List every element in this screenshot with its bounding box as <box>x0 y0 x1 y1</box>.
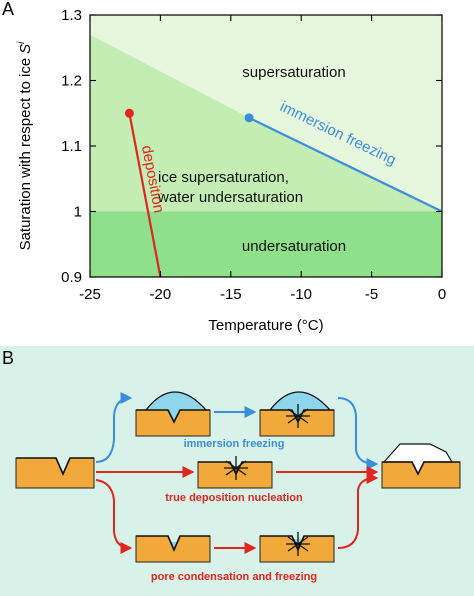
initial-substrate <box>15 457 95 489</box>
panel-b-diagram: B <box>0 346 474 596</box>
substrate-block <box>15 457 95 489</box>
pore-arrow-in <box>95 479 133 554</box>
ice-supersaturation-label-line2: water undersaturation <box>157 189 303 206</box>
y-axis-label: Saturation with respect to ice Si <box>16 41 34 251</box>
immersion-droplet-substrate <box>135 391 211 437</box>
supersaturation-label: supersaturation <box>242 64 345 81</box>
immersion-caption: immersion freezing <box>184 438 285 450</box>
substrate-surface <box>16 457 94 476</box>
x-tick-label: -25 <box>79 286 101 303</box>
ice-supersaturation-region <box>90 34 442 212</box>
final-ice-substrate <box>381 443 461 489</box>
ice-crystal-icon <box>286 532 310 556</box>
substrate-surface <box>136 535 210 553</box>
droplet-outline <box>145 391 207 411</box>
ice-supersaturation-label-line1: ice supersaturation, <box>158 169 289 186</box>
x-tick-label: -10 <box>290 286 312 303</box>
y-tick-label: 0.9 <box>61 269 82 286</box>
immersion-freezing-line <box>248 116 443 213</box>
x-tick-label: -20 <box>150 286 172 303</box>
substrate-surface <box>136 409 210 424</box>
droplet-outline <box>269 391 331 411</box>
y-tick-label: 1.3 <box>61 7 82 24</box>
immersion-frozen-substrate <box>259 391 335 437</box>
axis-ticks: -25 -20 -15 -10 -5 0 0.9 1 1.1 1.2 1.3 <box>61 7 446 303</box>
x-axis-label: Temperature (°C) <box>208 317 323 334</box>
water-droplet <box>146 392 206 422</box>
pore-condensation-substrate <box>135 535 211 563</box>
y-tick-label: 1 <box>74 204 82 221</box>
x-tick-label: -15 <box>220 286 242 303</box>
deposition-line <box>128 113 162 278</box>
immersion-arrow-in <box>95 392 133 463</box>
y-tick-label: 1.1 <box>61 138 82 155</box>
ice-crystal-icon <box>224 456 248 480</box>
y-axis-label-symbol: S <box>17 44 34 54</box>
panel-a-chart: A supersaturation ice supersaturation, w… <box>2 0 446 334</box>
ice-crystal-icon <box>286 404 310 428</box>
x-tick-label: 0 <box>438 286 446 303</box>
pore-caption: pore condensation and freezing <box>151 571 317 583</box>
pore-frozen-substrate <box>259 532 335 563</box>
undersaturation-region <box>90 211 442 277</box>
undersaturation-label: undersaturation <box>242 238 346 255</box>
deposition-substrate <box>197 456 273 489</box>
substrate-surface <box>382 461 460 476</box>
water-droplet <box>270 392 330 422</box>
y-axis-label-superscript: i <box>16 41 27 44</box>
immersion-arrow-out <box>337 397 379 470</box>
y-tick-label: 1.2 <box>61 73 82 90</box>
immersion-freezing-start-marker <box>244 113 254 123</box>
panel-b-label: B <box>2 348 14 368</box>
deposition-start-marker <box>124 108 134 118</box>
panel-a-label: A <box>2 0 14 19</box>
x-tick-label: -5 <box>365 286 378 303</box>
deposition-caption: true deposition nucleation <box>165 492 303 504</box>
y-axis-label-text: Saturation with respect to ice <box>17 58 34 251</box>
pore-arrow-out <box>337 472 379 549</box>
